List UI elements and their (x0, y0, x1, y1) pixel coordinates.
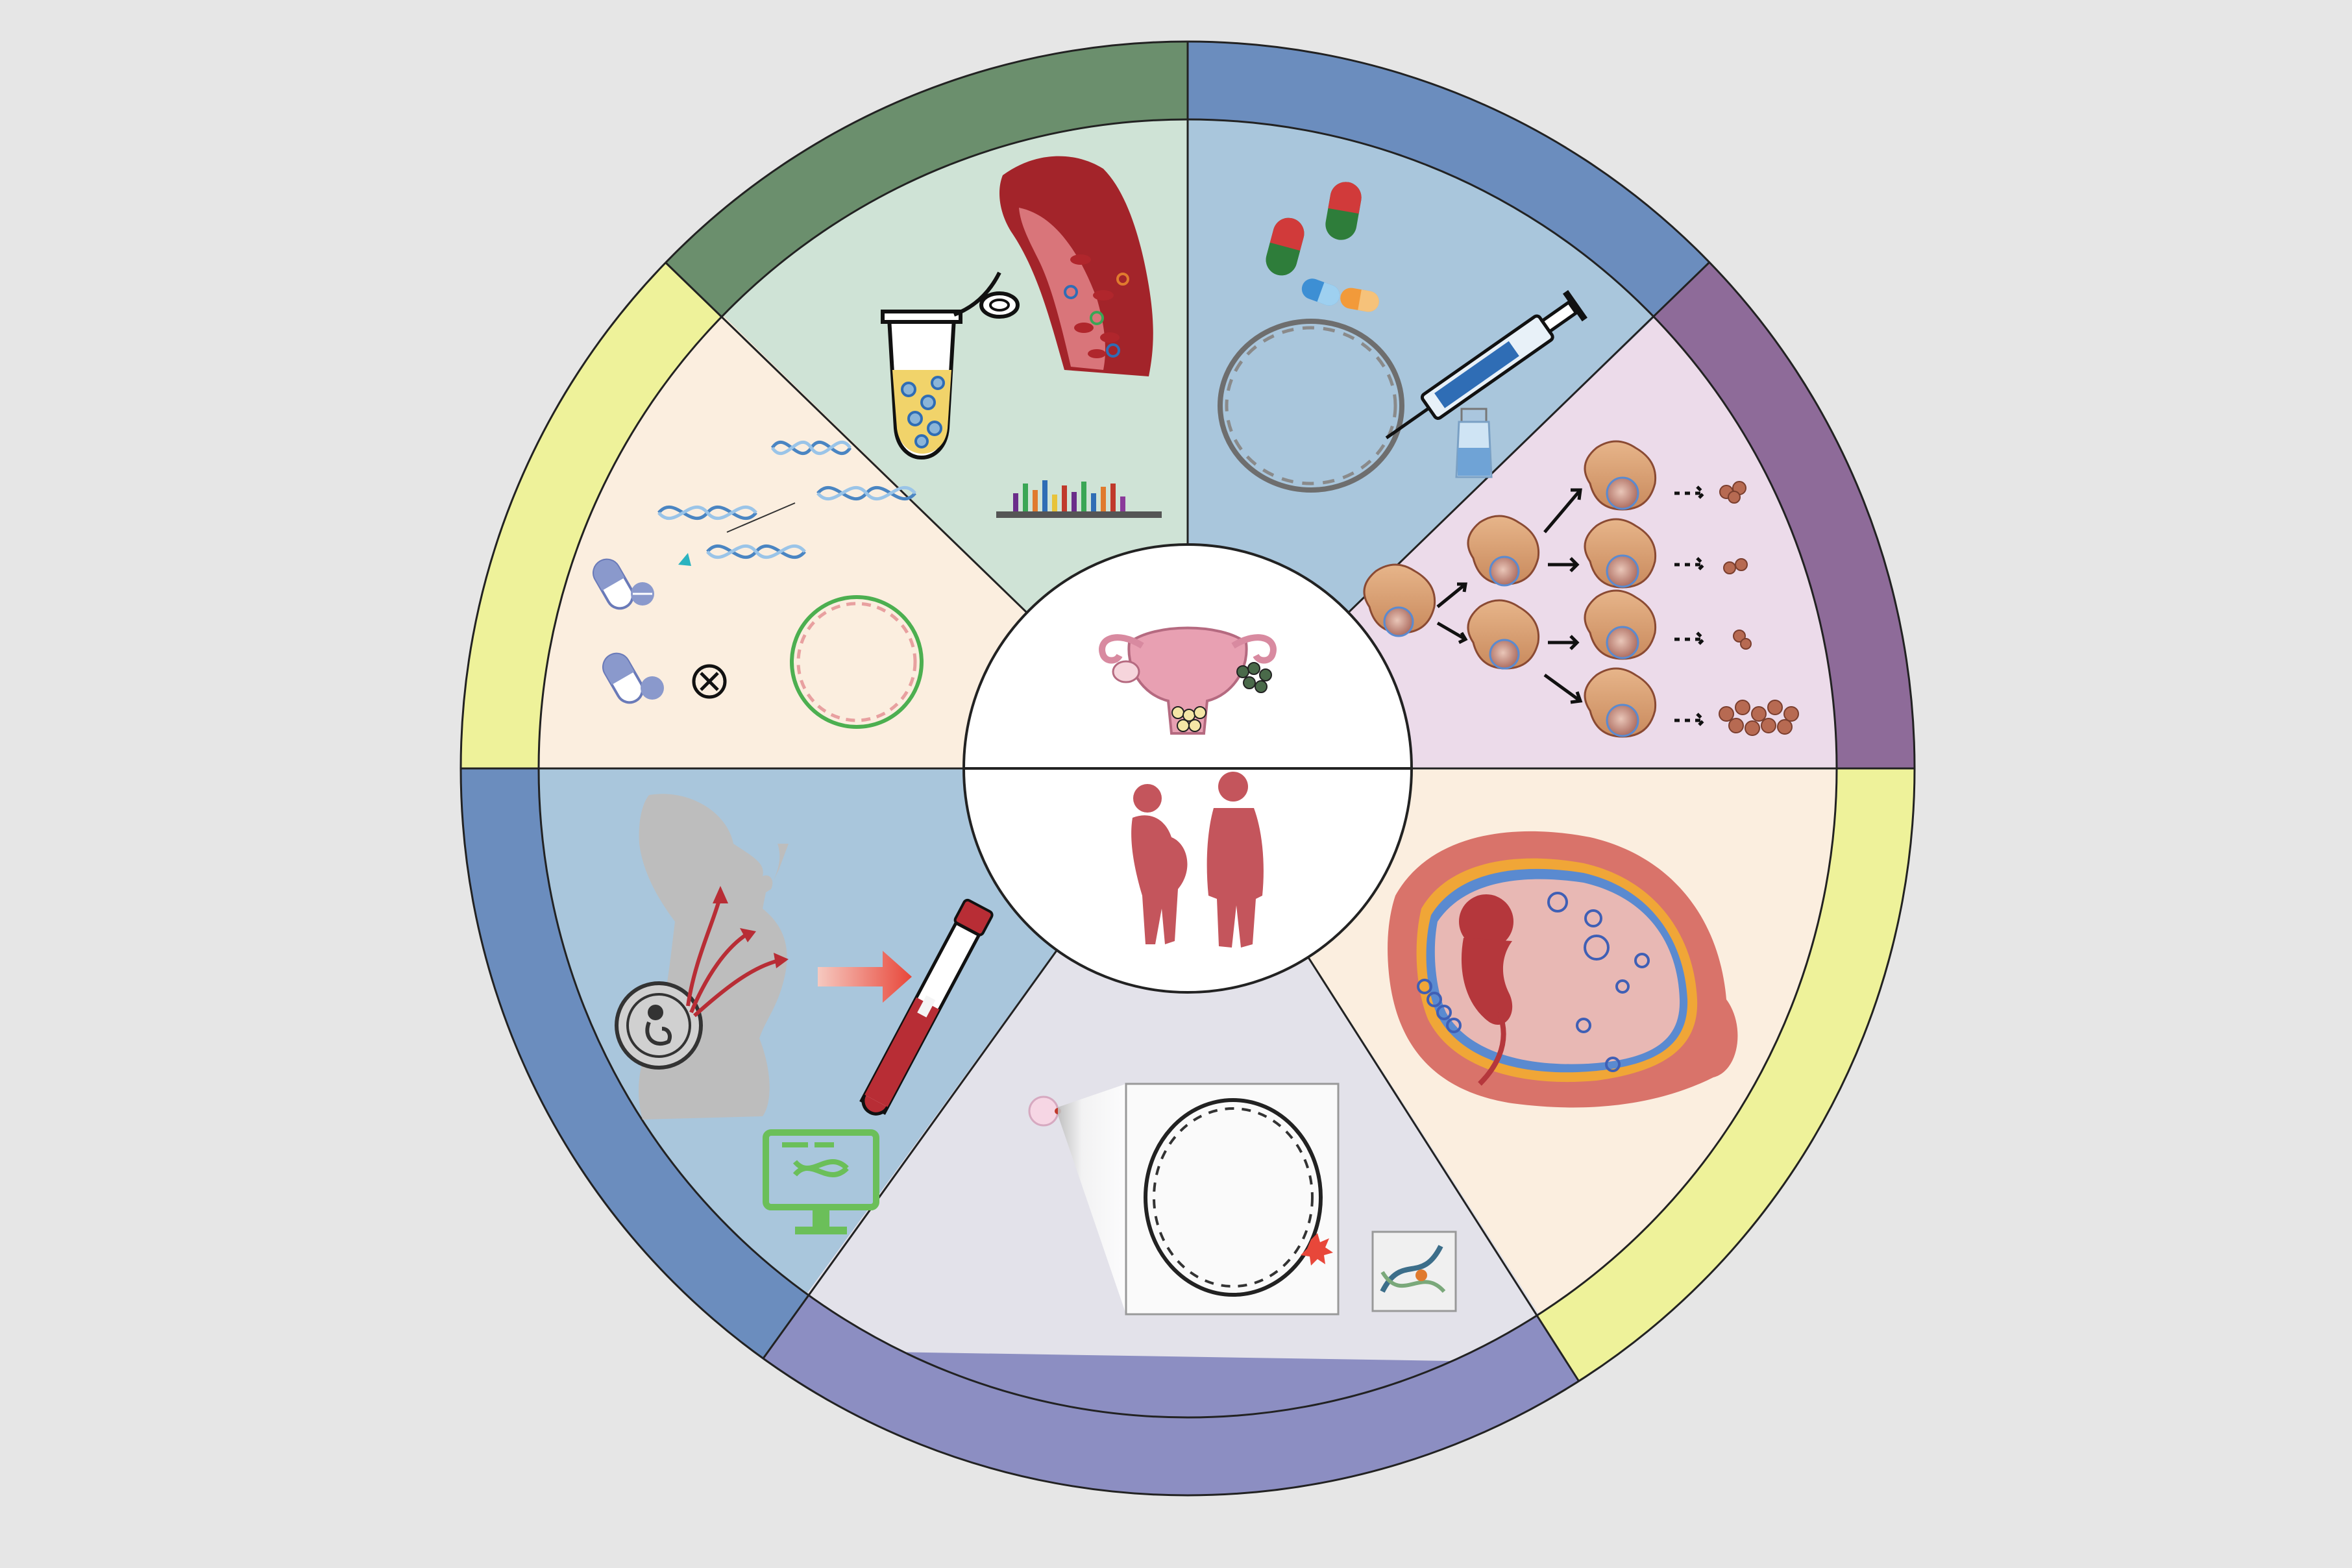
uterus-icon (1099, 626, 1277, 735)
capsule-icon (1266, 182, 1379, 312)
embryo (1459, 894, 1513, 1025)
fetus-circle (615, 981, 703, 1070)
arrow-to-tube (818, 951, 912, 1003)
panel-bottom-gray (766, 768, 1571, 1363)
cell-proliferation-icon (1363, 440, 1799, 738)
inhibit-icon (692, 664, 727, 699)
syringe-icon (1385, 289, 1587, 439)
pill-icon (593, 558, 664, 704)
center-circle (962, 543, 1413, 994)
blood-vessel-icon (999, 156, 1153, 377)
circular-dna-icon (1144, 1098, 1323, 1297)
dna-monitor-icon (763, 1129, 879, 1234)
dna-helix-icon (657, 441, 916, 559)
couple-icon (1131, 772, 1264, 948)
dna-break-mark (1301, 1233, 1333, 1266)
panel-top-right-blue (1188, 119, 1687, 768)
circular-dna-icon-2 (790, 595, 924, 729)
gestational-sac-embryo-icon (1388, 831, 1738, 1108)
plasmid-dna-icon (1218, 319, 1404, 493)
prenatal-testing-panel (615, 794, 994, 1234)
vial-icon (1455, 408, 1493, 478)
panel-left-cream (539, 286, 1188, 768)
genome-sequencing-panel (1028, 1083, 1457, 1316)
epigenetic-panel (593, 441, 924, 729)
liquid-biopsy-panel (881, 156, 1162, 518)
dna-damage-icon (1371, 1231, 1457, 1312)
gene-therapy-panel (1218, 182, 1587, 493)
sequencing-bars-icon (996, 480, 1162, 518)
microtube-icon (881, 271, 1020, 459)
blood-tube-icon (859, 898, 994, 1116)
